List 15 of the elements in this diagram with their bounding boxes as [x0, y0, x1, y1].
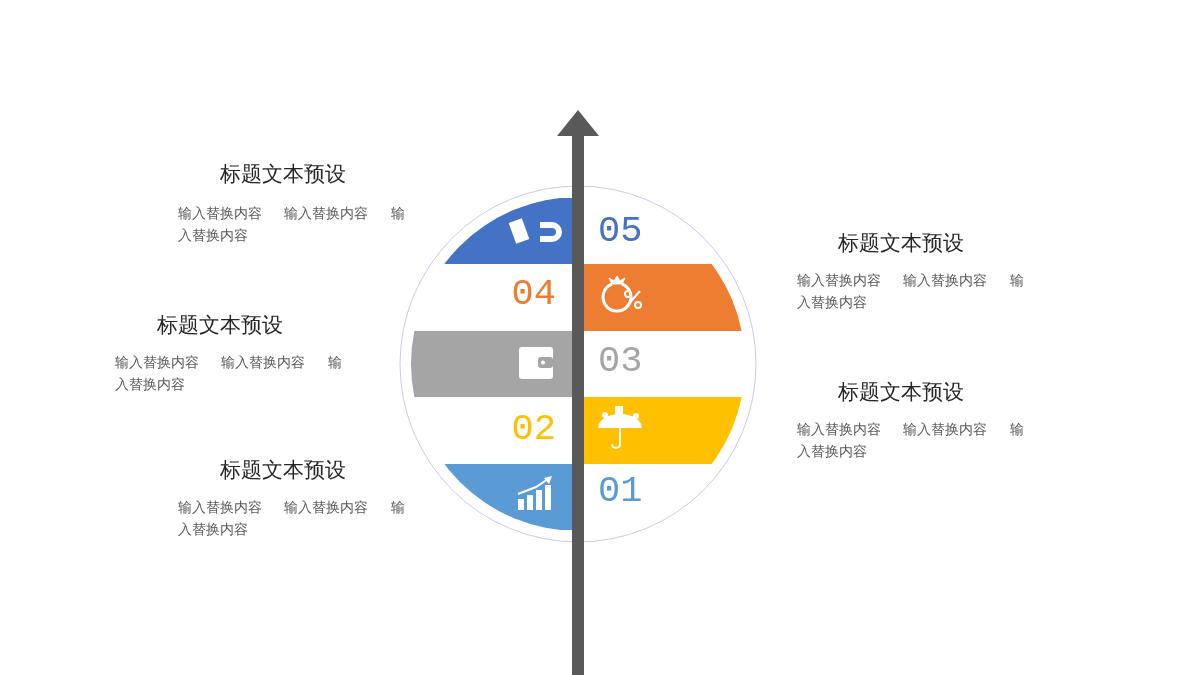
step-number: 03	[598, 341, 643, 381]
step-number: 01	[598, 471, 643, 511]
step-number: 02	[511, 409, 556, 449]
body-text: 输入替换内容 输入替换内容 输入替换内容	[797, 420, 1025, 461]
heading: 标题文本预设	[838, 379, 964, 406]
step-number: 05	[598, 211, 643, 251]
body-text: 输入替换内容 输入替换内容 输入替换内容	[178, 204, 406, 245]
heading: 标题文本预设	[220, 161, 346, 188]
heading: 标题文本预设	[157, 312, 283, 339]
body-text: 输入替换内容 输入替换内容 输入替换内容	[178, 498, 406, 539]
body-text: 输入替换内容 输入替换内容 输入替换内容	[115, 353, 343, 394]
body-text: 输入替换内容 输入替换内容 输入替换内容	[797, 271, 1025, 312]
step-number: 04	[511, 274, 556, 314]
heading: 标题文本预设	[220, 457, 346, 484]
heading: 标题文本预设	[838, 230, 964, 257]
